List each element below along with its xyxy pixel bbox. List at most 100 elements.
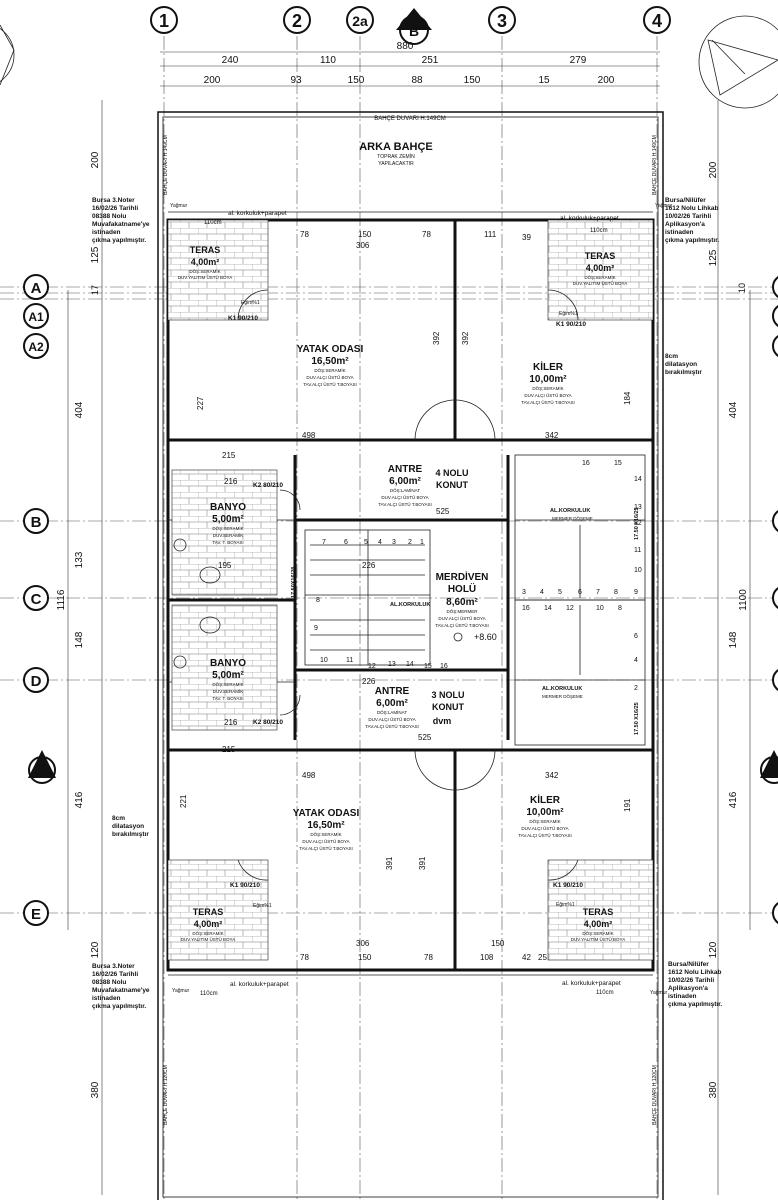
svg-text:çıkma yapılmıştır.: çıkma yapılmıştır. (668, 1001, 722, 1008)
svg-text:1116: 1116 (56, 589, 67, 610)
room-teras-top-right: TERAS 4,00m² DÖŞ:SERAMİK DUV.YALITIM ÜST… (573, 251, 627, 286)
svg-text:15: 15 (614, 460, 622, 467)
svg-text:Yağmur: Yağmur (650, 990, 667, 996)
svg-text:200: 200 (90, 151, 101, 168)
svg-text:3: 3 (522, 589, 526, 596)
svg-text:BAHÇE DUVARI H:149CM: BAHÇE DUVARI H:149CM (652, 135, 658, 195)
svg-text:216: 216 (224, 477, 238, 486)
svg-text:TAV.ALÇI ÜSTÜ T.BOYASI: TAV.ALÇI ÜSTÜ T.BOYASI (435, 622, 489, 628)
svg-text:Bursa/Nilüfer: Bursa/Nilüfer (665, 197, 706, 204)
svg-text:5: 5 (558, 589, 562, 596)
toilet-icon (199, 566, 221, 584)
svg-text:5,00m²: 5,00m² (212, 670, 244, 681)
svg-text:498: 498 (302, 431, 316, 440)
axis-label-1: 1 (159, 11, 169, 31)
svg-text:DUV.YALITIM ÜSTÜ BOYA: DUV.YALITIM ÜSTÜ BOYA (178, 274, 232, 280)
svg-text:392: 392 (461, 331, 470, 345)
svg-text:195: 195 (218, 561, 232, 570)
svg-text:DUV.ALÇI ÜSTÜ BOYA: DUV.ALÇI ÜSTÜ BOYA (302, 838, 349, 844)
svg-text:380: 380 (90, 1081, 101, 1098)
svg-text:78: 78 (422, 230, 431, 239)
svg-text:Eğim%1: Eğim%1 (556, 902, 575, 908)
svg-text:DUV.SERAMİK: DUV.SERAMİK (213, 532, 244, 538)
svg-text:5,00m²: 5,00m² (212, 514, 244, 525)
svg-text:4 NOLU: 4 NOLU (435, 468, 468, 478)
svg-text:4,00m²: 4,00m² (191, 257, 220, 267)
svg-text:MERMER DÖŞEME: MERMER DÖŞEME (542, 693, 583, 699)
svg-text:17: 17 (90, 285, 100, 295)
svg-text:6: 6 (344, 539, 348, 546)
right-dimensions: 200 125 10 404 1100 148 416 120 380 (708, 100, 751, 1195)
svg-text:TOPRAK ZEMİN: TOPRAK ZEMİN (377, 153, 415, 160)
door-swings (237, 289, 579, 881)
row-bubble-a1 (23, 303, 49, 329)
svg-text:1100: 1100 (738, 589, 749, 611)
row-bubble-a2 (23, 333, 49, 359)
svg-text:110cm: 110cm (200, 991, 218, 997)
svg-text:1612 Nolu Lihkab: 1612 Nolu Lihkab (665, 205, 718, 212)
svg-text:1: 1 (420, 539, 424, 546)
svg-text:2: 2 (634, 685, 638, 692)
svg-text:391: 391 (385, 856, 394, 870)
svg-text:DUV.SERAMİK: DUV.SERAMİK (213, 688, 244, 694)
row-bubble-b (23, 508, 49, 534)
stair-left: 7 6 5 4 3 2 1 8 9 10 11 12 13 14 15 16 (304, 529, 448, 670)
axis-bubble-3 (488, 6, 516, 34)
svg-text:YAPILACAKTIR: YAPILACAKTIR (378, 161, 414, 167)
svg-text:14: 14 (544, 605, 552, 612)
svg-text:K2 80/210: K2 80/210 (253, 719, 283, 726)
svg-text:42: 42 (522, 953, 531, 962)
room-banyo-bottom: BANYO 5,00m² DÖŞ:SERAMİK DUV.SERAMİK TAV… (210, 658, 246, 701)
svg-text:16/02/26 Tarihli: 16/02/26 Tarihli (92, 971, 138, 978)
row-bubble-c (23, 585, 49, 611)
axis-label-2: 2 (292, 11, 302, 31)
svg-text:BAHÇE DUVARI H:120CM: BAHÇE DUVARI H:120CM (652, 1065, 658, 1125)
left-dimensions: 200 125 17 404 133 1116 148 416 120 380 (56, 100, 103, 1195)
svg-text:392: 392 (432, 331, 441, 345)
svg-text:306: 306 (356, 939, 370, 948)
svg-text:KİLER: KİLER (533, 360, 564, 373)
svg-text:12: 12 (566, 605, 574, 612)
row-label-c: C (31, 591, 42, 608)
note-right-bottom: Bursa/Nilüfer 1612 Nolu Lihkab 10/02/26 … (668, 961, 722, 1008)
svg-text:DÖŞ:SERAMİK: DÖŞ:SERAMİK (529, 818, 560, 824)
svg-text:4: 4 (634, 657, 638, 664)
svg-text:380: 380 (708, 1081, 719, 1098)
svg-text:TAV.ALÇI ÜSTÜ T.BOYASI: TAV.ALÇI ÜSTÜ T.BOYASI (303, 381, 357, 387)
svg-text:YATAK ODASI: YATAK ODASI (297, 344, 364, 355)
sink-icon (173, 655, 187, 669)
svg-text:8cm: 8cm (112, 815, 125, 822)
row-label-e: E (31, 906, 41, 923)
svg-text:416: 416 (74, 791, 85, 808)
svg-text:4,00m²: 4,00m² (194, 919, 223, 929)
svg-text:Eğim%1: Eğim%1 (253, 903, 272, 909)
svg-text:KONUT: KONUT (436, 480, 468, 490)
svg-text:8cm: 8cm (665, 353, 678, 360)
svg-text:Eğim%1: Eğim%1 (559, 311, 578, 317)
axis-label-3: 3 (497, 11, 507, 31)
room-teras-bottom-left: TERAS 4,00m² DÖŞ:SERAMİK DUV.YALITIM ÜST… (181, 907, 235, 942)
svg-text:K1 90/210: K1 90/210 (553, 882, 583, 889)
svg-text:DUV.YALITIM ÜSTÜ BOYA: DUV.YALITIM ÜSTÜ BOYA (181, 936, 235, 942)
svg-text:342: 342 (545, 771, 559, 780)
railing-labels: al. korkuluk+parapet al. korkuluk+parape… (170, 203, 672, 997)
section-label-b: B (409, 23, 419, 39)
svg-text:Eğim%1: Eğim%1 (241, 300, 260, 306)
svg-text:17.50 X16/25: 17.50 X16/25 (634, 507, 640, 540)
svg-text:6: 6 (578, 589, 582, 596)
svg-text:8: 8 (614, 589, 618, 596)
svg-text:200: 200 (708, 161, 719, 178)
svg-text:DÖŞ:SERAMİK: DÖŞ:SERAMİK (314, 367, 345, 373)
svg-text:148: 148 (728, 631, 739, 648)
sink-icon (173, 538, 187, 552)
svg-text:DUV.ALÇI ÜSTÜ BOYA: DUV.ALÇI ÜSTÜ BOYA (524, 392, 571, 398)
svg-text:10: 10 (634, 567, 642, 574)
svg-text:16,50m²: 16,50m² (311, 356, 349, 367)
section-label-a: A (37, 763, 47, 779)
svg-text:10: 10 (320, 657, 328, 664)
svg-text:16,50m²: 16,50m² (307, 820, 345, 831)
label-konut-4: 4 NOLU KONUT (435, 468, 468, 490)
svg-text:4: 4 (540, 589, 544, 596)
svg-text:al. korkuluk+parapet: al. korkuluk+parapet (562, 980, 621, 987)
svg-text:K1 90/210: K1 90/210 (230, 882, 260, 889)
